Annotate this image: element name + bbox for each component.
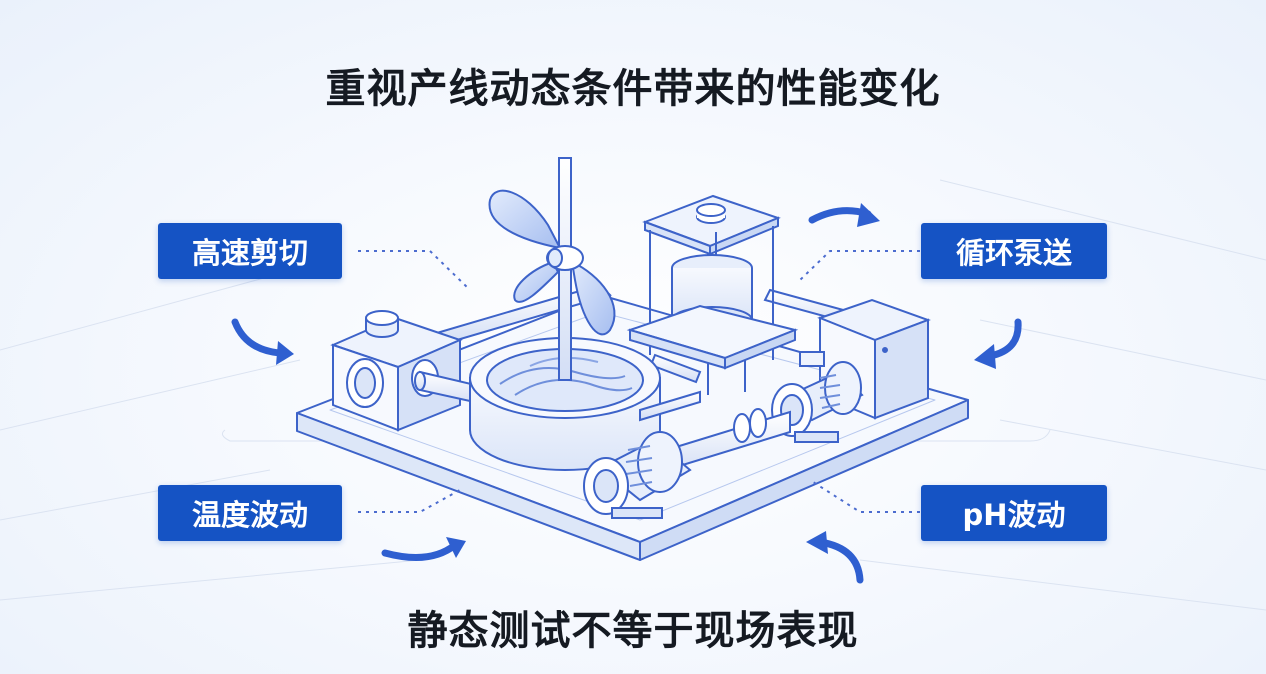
connector-bottom-right — [809, 479, 920, 513]
label-circulation-pumping: 循环泵送 — [921, 223, 1107, 279]
connector-bottom-left — [358, 489, 461, 513]
label-high-shear: 高速剪切 — [158, 223, 342, 279]
arrow-left-bottom-icon — [381, 537, 466, 561]
arrow-right-top-icon — [808, 203, 880, 227]
arrow-left-top-icon — [231, 318, 294, 365]
page-subtitle: 静态测试不等于现场表现 — [407, 608, 859, 654]
connector-top-right — [799, 250, 920, 281]
arrow-bottom-right-icon — [806, 531, 864, 584]
mixing-tank — [469, 337, 661, 471]
label-temperature-fluctuation: 温度波动 — [158, 485, 342, 541]
press-tower — [626, 194, 799, 395]
outlet-pipe — [639, 390, 791, 477]
connector-top-left — [358, 250, 471, 291]
agitator-propeller — [488, 157, 616, 381]
pump-motor-front — [583, 431, 692, 519]
flow-arrows — [231, 203, 1022, 584]
label-ph-fluctuation: pH波动 — [921, 485, 1107, 541]
connector-lines — [358, 250, 920, 513]
page-title: 重视产线动态条件带来的性能变化 — [325, 66, 941, 112]
gearbox — [330, 310, 463, 432]
arrow-right-middle-icon — [974, 318, 1022, 369]
